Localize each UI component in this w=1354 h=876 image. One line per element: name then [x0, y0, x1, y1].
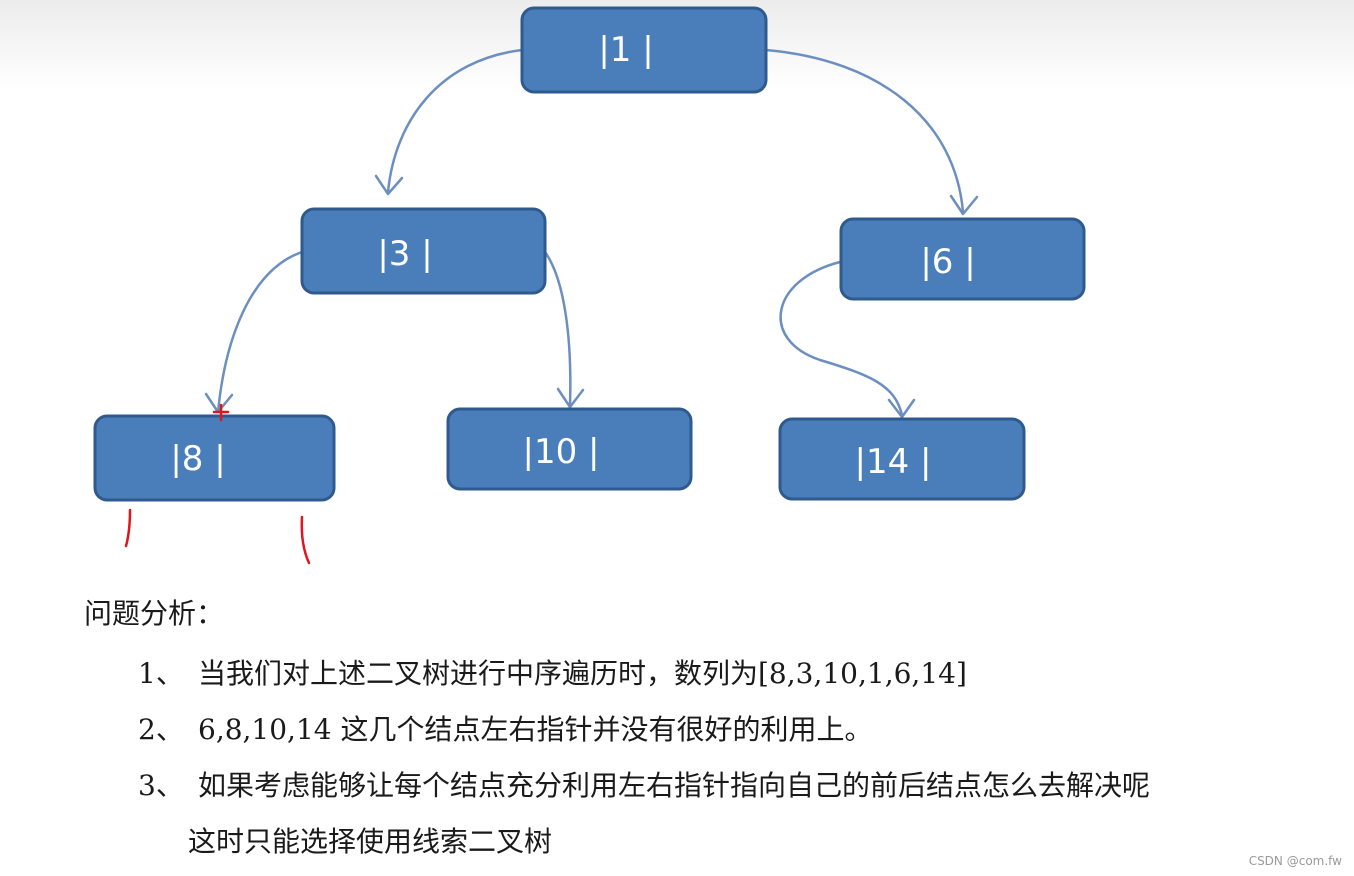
node-6: |6 | [839, 217, 1086, 301]
edge-1-6 [765, 48, 965, 213]
item-number: 1、 [138, 657, 184, 690]
binary-tree-diagram: |1 | |3 | |6 | |8 | |10 | |14 | [93, 6, 1086, 565]
arrowhead-6-14 [887, 398, 916, 419]
node-14-label: |14 | [855, 442, 932, 482]
edge-1-3 [386, 48, 523, 193]
node-6-label: |6 | [920, 242, 975, 282]
analysis-title: 问题分析： [84, 597, 225, 630]
item-number: 3、 [138, 769, 184, 802]
arrowhead-3-10 [556, 387, 585, 409]
node-1: |1 | [520, 6, 768, 94]
watermark: CSDN @com.fw [1248, 854, 1342, 868]
node-10-box [446, 407, 693, 491]
node-1-box [520, 6, 768, 94]
node-14: |14 | [778, 417, 1026, 501]
node-10: |10 | [446, 407, 693, 491]
edges [204, 48, 979, 419]
node-8: |8 | [93, 414, 336, 502]
analysis-item-1: 1、当我们对上述二叉树进行中序遍历时，数列为[8,3,10,1,6,14] [138, 652, 967, 692]
red-right-pointer-mark [300, 515, 311, 565]
node-3-label: |3 | [377, 234, 432, 274]
arrowhead-1-6 [949, 194, 979, 216]
node-3: |3 | [300, 207, 547, 295]
node-14-box [778, 417, 1026, 501]
edge-3-10 [543, 251, 572, 406]
edge-3-8 [216, 250, 303, 413]
red-cross-mark [212, 403, 230, 422]
node-6-box [839, 217, 1086, 301]
item-number: 2、 [138, 713, 184, 746]
analysis-item-3-continuation: 这时只能选择使用线索二叉树 [188, 825, 553, 858]
node-8-box [93, 414, 336, 502]
edge-6-14 [779, 260, 904, 416]
analysis-item-2: 2、 6,8,10,14 这几个结点左右指针并没有很好的利用上。 [138, 708, 873, 748]
arrowhead-1-3 [374, 174, 404, 196]
node-8-label: |8 | [170, 439, 225, 479]
node-1-label: |1 | [598, 30, 653, 70]
red-left-pointer-mark [124, 508, 132, 548]
red-annotations [124, 403, 311, 565]
item-text: 如果考虑能够让每个结点充分利用左右指针指向自己的前后结点怎么去解决呢 [198, 769, 1151, 802]
analysis-item-3: 3、如果考虑能够让每个结点充分利用左右指针指向自己的前后结点怎么去解决呢 [138, 764, 1150, 804]
node-3-box [300, 207, 547, 295]
item-text: 6,8,10,14 这几个结点左右指针并没有很好的利用上。 [198, 713, 873, 746]
item-text: 当我们对上述二叉树进行中序遍历时，数列为[8,3,10,1,6,14] [198, 657, 967, 690]
node-10-label: |10 | [523, 432, 600, 472]
